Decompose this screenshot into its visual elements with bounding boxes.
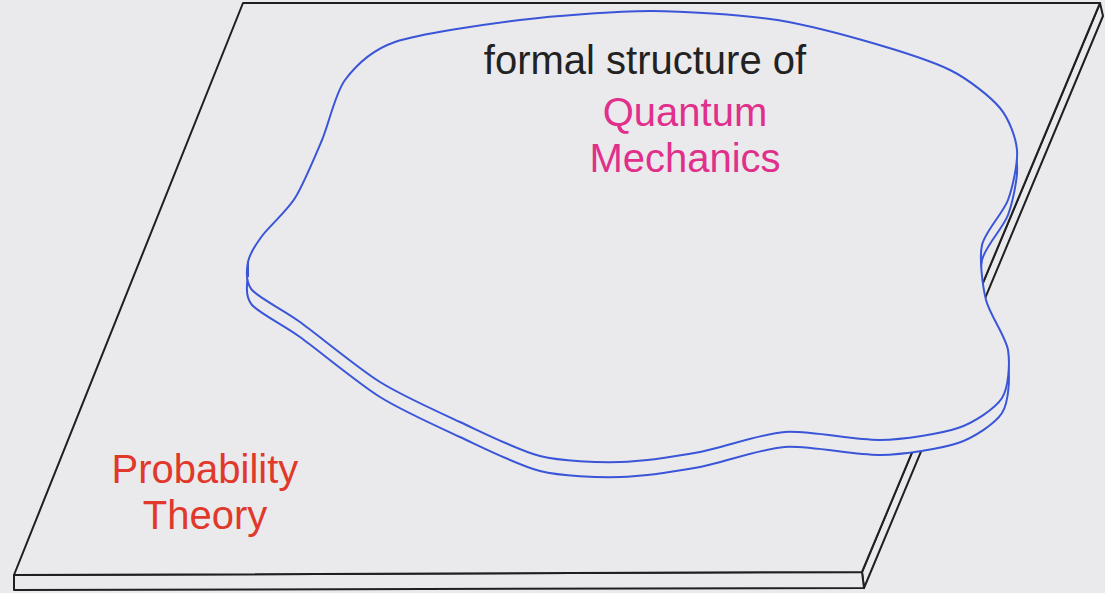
slab-top bbox=[14, 3, 1100, 575]
region-heading: formal structure of bbox=[410, 37, 880, 83]
region-title: Quantum Mechanics bbox=[555, 89, 815, 181]
text-slot: formal structure of bbox=[410, 37, 880, 83]
region-edge bbox=[247, 262, 249, 277]
region-outline bbox=[247, 11, 1017, 462]
slab-label: Probability Theory bbox=[100, 446, 310, 538]
text-slot: Quantum Mechanics bbox=[555, 89, 815, 181]
text-slot: Probability Theory bbox=[100, 446, 310, 538]
quantum-region: formal structure of Quantum Mechanics bbox=[240, 5, 1030, 485]
